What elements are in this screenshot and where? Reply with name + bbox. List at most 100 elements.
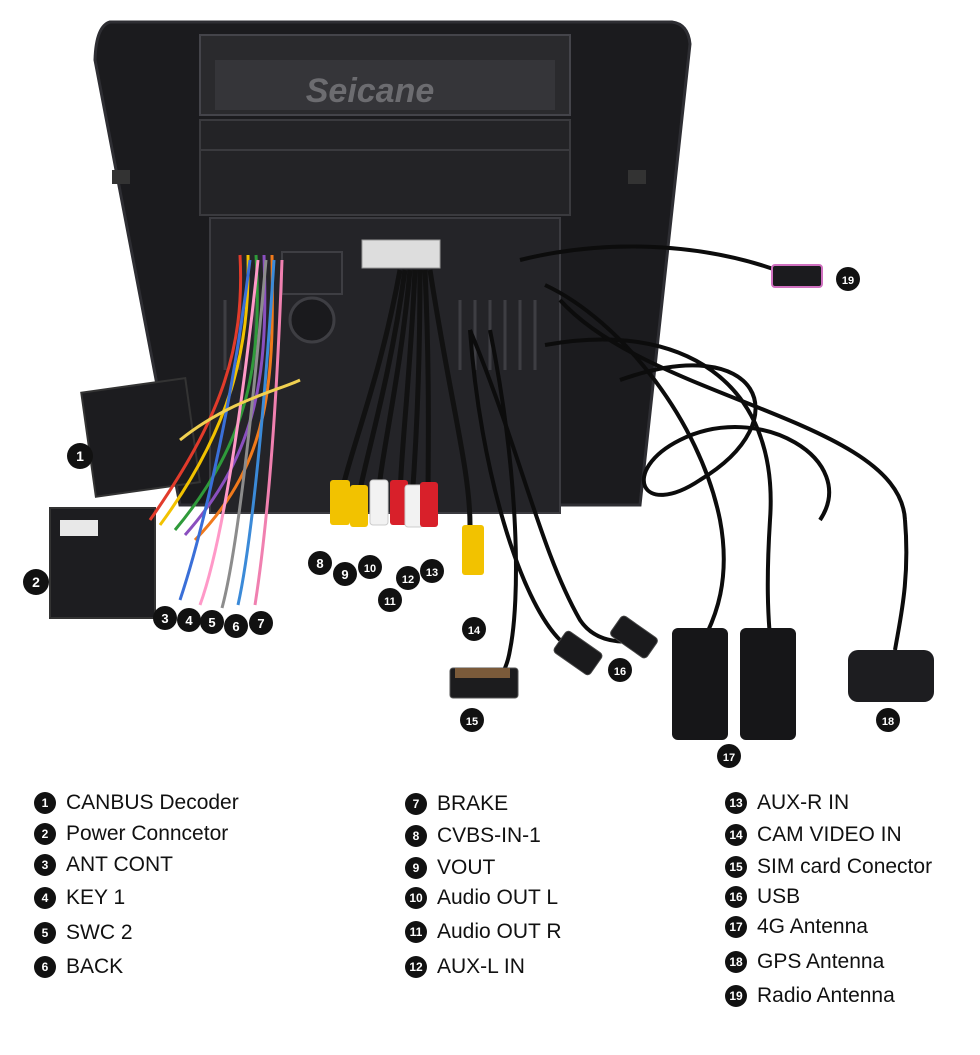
legend-label: CANBUS Decoder: [66, 791, 239, 814]
legend-number-badge: 2: [34, 823, 56, 845]
svg-text:6: 6: [232, 619, 239, 634]
legend-item: 9 VOUT: [405, 853, 495, 883]
svg-text:7: 7: [257, 616, 264, 631]
svg-text:17: 17: [723, 752, 735, 764]
product-photo: Seicane: [23, 20, 934, 768]
legend-label: VOUT: [437, 856, 496, 879]
legend-label: ANT CONT: [66, 853, 173, 876]
legend-number-badge: 17: [725, 916, 747, 938]
legend-item: 15 SIM card Conector: [725, 852, 932, 882]
legend-label: Radio Antenna: [757, 984, 895, 1007]
svg-text:3: 3: [161, 611, 168, 626]
legend-number-badge: 14: [725, 824, 747, 846]
legend-number-badge: 3: [34, 854, 56, 876]
legend-label: KEY 1: [66, 886, 126, 909]
cooling-fan: [288, 296, 336, 344]
legend-number-badge: 18: [725, 951, 747, 973]
legend-number-badge: 15: [725, 856, 747, 878]
callout-17: 17: [717, 744, 741, 768]
callout-9: 9: [333, 562, 357, 586]
main-connector: [361, 239, 441, 269]
brand-logo: Seicane: [306, 72, 435, 110]
legend-number-badge: 7: [405, 793, 427, 815]
legend-label: SIM card Conector: [757, 855, 933, 878]
legend-label: SWC 2: [66, 921, 133, 944]
legend-label: Audio OUT R: [437, 920, 562, 943]
rca-plugs: [330, 479, 484, 575]
legend-item: 18 GPS Antenna: [725, 947, 884, 977]
svg-text:4: 4: [185, 613, 193, 628]
callout-14: 14: [462, 617, 486, 641]
legend-item: 14 CAM VIDEO IN: [725, 820, 902, 850]
legend-item: 10 Audio OUT L: [405, 883, 558, 913]
svg-text:15: 15: [466, 716, 478, 728]
legend-item: 3 ANT CONT: [34, 850, 173, 880]
4g-antenna-1: [672, 628, 728, 740]
legend-item: 16 USB: [725, 882, 800, 912]
svg-text:19: 19: [842, 275, 854, 287]
svg-text:14: 14: [468, 625, 481, 637]
callout-3: 3: [153, 606, 177, 630]
legend-label: BACK: [66, 955, 124, 978]
legend-label: USB: [757, 885, 801, 908]
legend-item: 2 Power Conncetor: [34, 819, 228, 849]
legend-number-badge: 6: [34, 956, 56, 978]
callout-13: 13: [420, 559, 444, 583]
svg-text:13: 13: [426, 567, 438, 579]
legend-number-badge: 19: [725, 985, 747, 1007]
callout-2: 2: [23, 569, 49, 595]
legend-item: 12 AUX-L IN: [405, 952, 525, 982]
svg-text:2: 2: [32, 574, 40, 590]
4g-antenna-2: [740, 628, 796, 740]
svg-text:11: 11: [384, 596, 396, 608]
legend-number-badge: 11: [405, 921, 427, 943]
callout-16: 16: [608, 658, 632, 682]
callout-5: 5: [200, 610, 224, 634]
legend-item: 17 4G Antenna: [725, 912, 868, 942]
legend-label: AUX-R IN: [757, 791, 850, 814]
legend-label: BRAKE: [437, 792, 509, 815]
legend-label: Audio OUT L: [437, 886, 559, 909]
svg-text:5: 5: [208, 615, 215, 630]
legend-label: Power Conncetor: [66, 822, 229, 845]
legend: 1 CANBUS Decoder 2 Power Conncetor 3 ANT CO…: [0, 782, 980, 1042]
svg-text:12: 12: [402, 574, 414, 586]
callout-12: 12: [396, 566, 420, 590]
usb-plug-2: [610, 615, 658, 659]
callout-8: 8: [308, 551, 332, 575]
svg-text:18: 18: [882, 716, 894, 728]
legend-item: 11 Audio OUT R: [405, 917, 562, 947]
legend-number-badge: 5: [34, 922, 56, 944]
svg-text:1: 1: [76, 448, 84, 464]
svg-text:10: 10: [364, 563, 376, 575]
legend-item: 4 KEY 1: [34, 883, 125, 913]
callout-10: 10: [358, 555, 382, 579]
legend-number-badge: 10: [405, 887, 427, 909]
callout-1: 1: [67, 443, 93, 469]
legend-item: 1 CANBUS Decoder: [34, 788, 239, 818]
callout-badges: 1 2 3 4 5 6 7 8 9 10 11 12 13 14 15 16 1…: [23, 267, 900, 768]
svg-text:8: 8: [316, 556, 323, 571]
callout-7: 7: [249, 611, 273, 635]
usb-plug-1: [553, 630, 603, 676]
legend-label: AUX-L IN: [437, 955, 525, 978]
legend-number-badge: 12: [405, 956, 427, 978]
legend-label: CAM VIDEO IN: [757, 823, 902, 846]
legend-label: 4G Antenna: [757, 915, 868, 938]
legend-number-badge: 1: [34, 792, 56, 814]
radio-antenna-plug: [771, 264, 823, 288]
legend-item: 5 SWC 2: [34, 918, 133, 948]
legend-item: 6 BACK: [34, 952, 123, 982]
legend-item: 19 Radio Antenna: [725, 981, 895, 1011]
legend-number-badge: 16: [725, 886, 747, 908]
callout-15: 15: [460, 708, 484, 732]
legend-label: CVBS-IN-1: [437, 824, 541, 847]
callout-4: 4: [177, 608, 201, 632]
legend-item: 7 BRAKE: [405, 789, 508, 819]
legend-label: GPS Antenna: [757, 950, 885, 973]
legend-number-badge: 9: [405, 857, 427, 879]
callout-18: 18: [876, 708, 900, 732]
svg-text:16: 16: [614, 666, 626, 678]
legend-number-badge: 4: [34, 887, 56, 909]
